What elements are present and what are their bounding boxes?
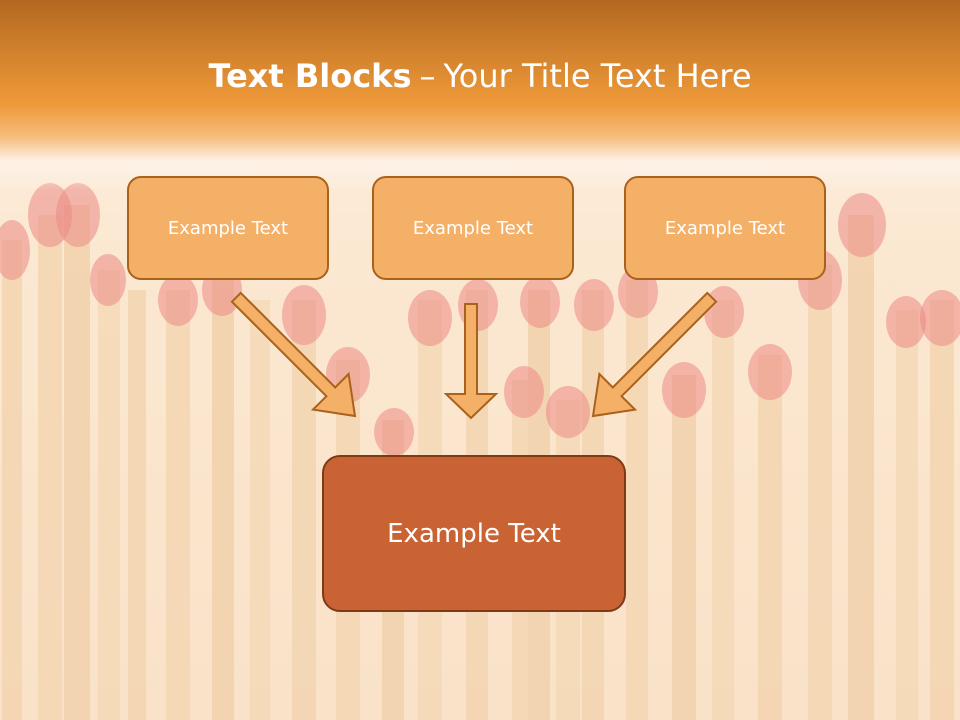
title-band (0, 0, 960, 190)
match-stick (212, 280, 234, 720)
match-head (920, 290, 960, 346)
match-sticks (0, 183, 960, 720)
match-stick (98, 270, 120, 720)
match-head (520, 276, 560, 328)
match-stick (166, 290, 190, 720)
match-head (374, 408, 414, 456)
text-block-1[interactable]: Example Text (127, 176, 329, 280)
match-head (158, 274, 198, 326)
match-head (90, 254, 126, 306)
match-head (56, 183, 100, 247)
text-block-3-label: Example Text (664, 217, 786, 239)
text-block-1-label: Example Text (167, 217, 289, 239)
match-head (546, 386, 590, 438)
match-stick (2, 240, 22, 720)
match-head (838, 193, 886, 257)
title-bold: Text Blocks (208, 57, 412, 95)
match-stick (848, 215, 874, 720)
match-stick (672, 375, 696, 720)
match-stick (930, 300, 954, 720)
match-stick (758, 355, 782, 720)
title-regular: Your Title Text Here (443, 57, 752, 95)
target-block-label: Example Text (387, 518, 561, 549)
match-stick (128, 290, 146, 720)
slide-title: Text Blocks–Your Title Text Here (0, 52, 960, 100)
match-head (28, 183, 72, 247)
match-stick (896, 310, 918, 720)
match-head (0, 220, 30, 280)
match-stick (38, 215, 62, 720)
match-stick (64, 205, 90, 720)
text-block-2[interactable]: Example Text (372, 176, 574, 280)
match-head (504, 366, 544, 418)
match-head (408, 290, 452, 346)
title-separator: – (419, 57, 436, 95)
target-block[interactable]: Example Text (322, 455, 626, 612)
match-head (886, 296, 926, 348)
match-stick (808, 265, 832, 720)
text-block-3[interactable]: Example Text (624, 176, 826, 280)
match-head (748, 344, 792, 400)
text-block-2-label: Example Text (412, 217, 534, 239)
